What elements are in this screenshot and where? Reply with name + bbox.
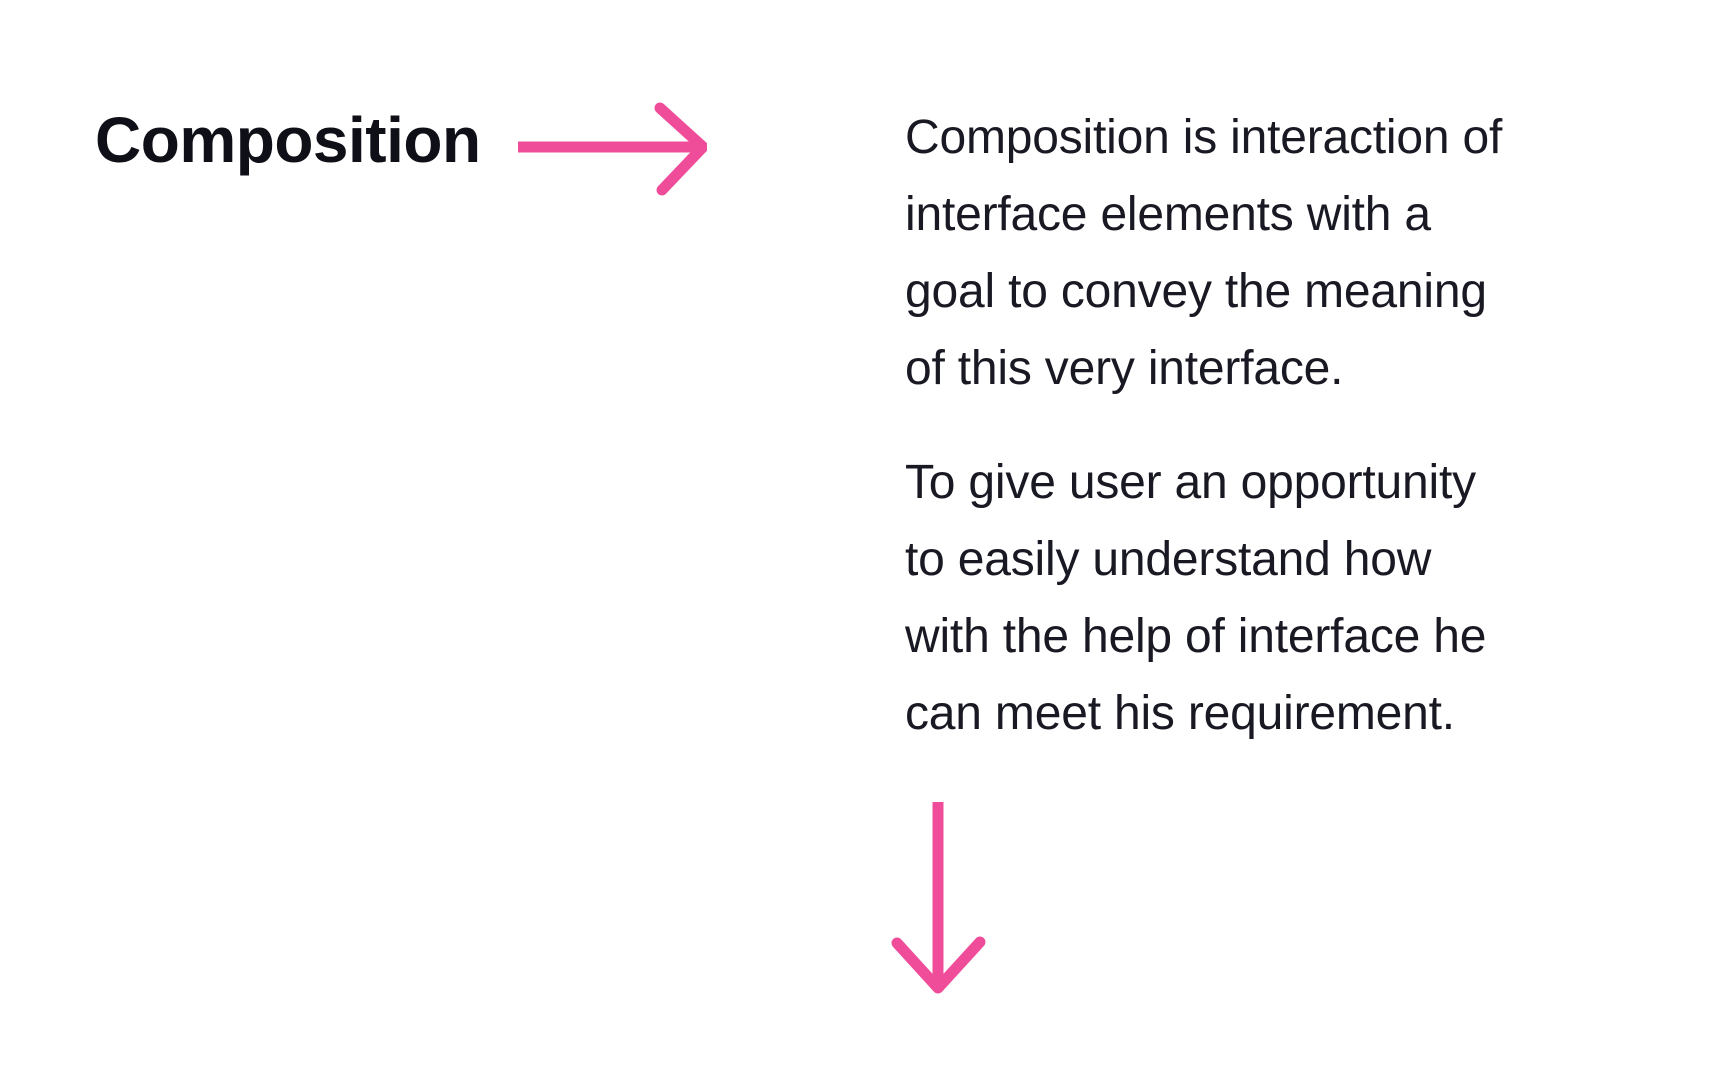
section-title: Composition [95,104,481,176]
description-paragraph-2: To give user an opportunity to easily un… [905,456,1487,740]
arrow-down-icon [891,802,986,994]
arrow-right-strokes [518,102,707,196]
arrow-right-icon [518,102,707,196]
description: Composition is interaction of interface … [905,99,1595,752]
description-paragraph-1: Composition is interaction of interface … [905,111,1503,395]
arrow-down-strokes [891,802,986,994]
